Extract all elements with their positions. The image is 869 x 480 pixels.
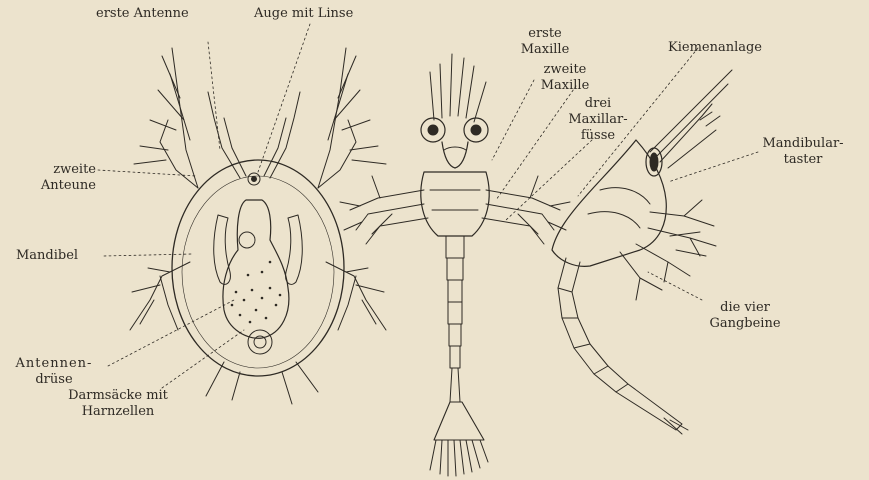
label-zweite-maxille: zweite Maxille xyxy=(530,62,600,94)
zoea-larva xyxy=(340,54,570,476)
label-mandibel: Mandibel xyxy=(16,248,78,264)
label-maxillarfuesse: drei Maxillar- füsse xyxy=(556,96,640,144)
label-zweite-maxille-line-2: Maxille xyxy=(530,78,600,94)
label-darmsaecke-line-2: Harnzellen xyxy=(48,404,188,420)
label-erste-maxille-line-2: Maxille xyxy=(510,42,580,58)
label-gangbeine-line-1: die vier xyxy=(700,300,790,316)
label-auge-mit-linse: Auge mit Linse xyxy=(254,6,353,22)
label-darmsaecke: Darmsäcke mit Harnzellen xyxy=(48,388,188,420)
label-maxillarfuesse-line-3: füsse xyxy=(556,128,640,144)
label-gangbeine-line-2: Gangbeine xyxy=(700,316,790,332)
label-gangbeine: die vier Gangbeine xyxy=(700,300,790,332)
nauplius-larva xyxy=(130,48,386,404)
leader-lines xyxy=(98,24,758,388)
label-zweite-antenne-line-2: Anteune xyxy=(26,178,96,194)
label-zweite-antenne: zweite Anteune xyxy=(26,162,96,194)
label-antennendruese-line-1: Antennen- xyxy=(6,356,102,372)
label-mandibulartaster-line-2: taster xyxy=(748,152,858,168)
label-mandibulartaster: Mandibular- taster xyxy=(748,136,858,168)
label-mandibulartaster-line-1: Mandibular- xyxy=(748,136,858,152)
label-kiemenanlage: Kiemenanlage xyxy=(668,40,762,56)
label-maxillarfuesse-line-1: drei xyxy=(556,96,640,112)
label-erste-maxille-line-1: erste xyxy=(510,26,580,42)
label-antennendruese-line-2: drüse xyxy=(6,372,102,388)
label-erste-antenne: erste Antenne xyxy=(96,6,189,22)
label-darmsaecke-line-1: Darmsäcke mit xyxy=(48,388,188,404)
label-zweite-antenne-line-1: zweite xyxy=(26,162,96,178)
label-erste-maxille: erste Maxille xyxy=(510,26,580,58)
label-maxillarfuesse-line-2: Maxillar- xyxy=(556,112,640,128)
label-antennendruese: Antennen- drüse xyxy=(6,356,102,388)
label-zweite-maxille-line-1: zweite xyxy=(530,62,600,78)
